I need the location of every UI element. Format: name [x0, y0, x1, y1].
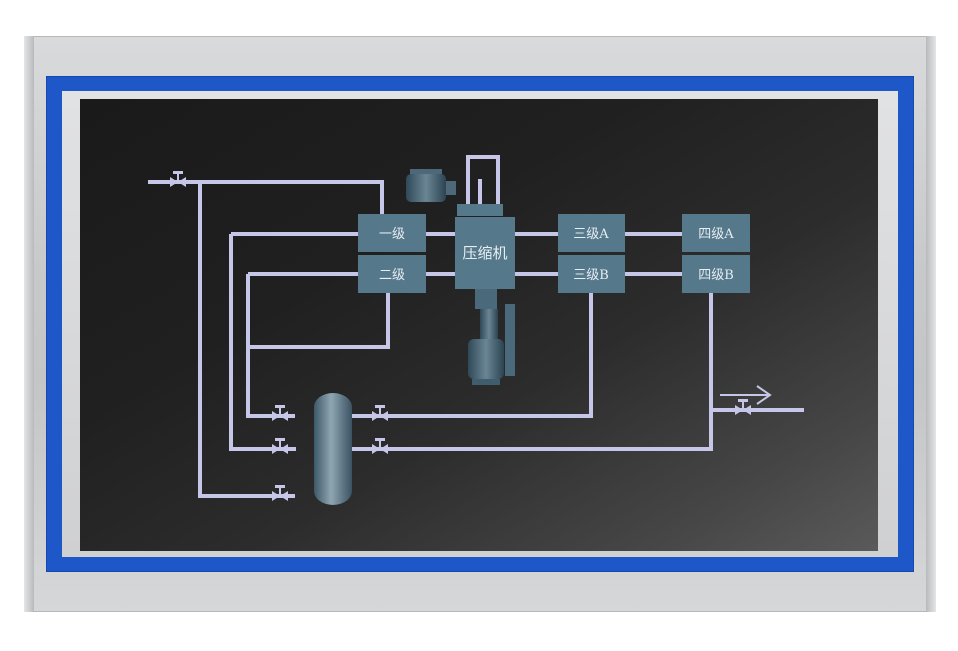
unit-stage2-label: 二级: [379, 268, 405, 283]
unit-stage1[interactable]: 一级: [358, 214, 426, 252]
tank-icon: [314, 393, 352, 505]
unit-stage3b-label: 三级B: [573, 268, 609, 283]
unit-stage4b[interactable]: 四级B: [682, 255, 750, 293]
display-inner-bezel: 一级 二级 压缩机 三级A 三级B: [62, 91, 898, 557]
valve-left-top-icon[interactable]: [272, 405, 288, 421]
display-bezel: 一级 二级 压缩机 三级A 三级B: [46, 76, 914, 572]
process-diagram: 一级 二级 压缩机 三级A 三级B: [148, 155, 804, 505]
hmi-screen: 一级 二级 压缩机 三级A 三级B: [80, 99, 878, 551]
unit-stage3a-label: 三级A: [573, 227, 609, 242]
pipe-network: [148, 155, 804, 498]
unit-stage4a-label: 四级A: [698, 227, 734, 242]
valve-right-top-icon[interactable]: [372, 405, 388, 421]
unit-stage2[interactable]: 二级: [358, 255, 426, 293]
valve-outlet-icon[interactable]: [735, 399, 751, 415]
unit-compressor[interactable]: 压缩机: [462, 244, 507, 262]
unit-stage4b-label: 四级B: [698, 268, 734, 283]
unit-stage4a[interactable]: 四级A: [682, 214, 750, 252]
valve-right-mid-icon[interactable]: [372, 438, 388, 454]
compressor-label: 压缩机: [462, 244, 507, 262]
unit-stage3a[interactable]: 三级A: [558, 214, 625, 252]
unit-stage3b[interactable]: 三级B: [558, 255, 625, 293]
panel-pc-housing: 一级 二级 压缩机 三级A 三级B: [24, 36, 936, 612]
valve-left-bottom-icon[interactable]: [272, 485, 288, 501]
housing-left-edge: [24, 36, 34, 612]
housing-right-edge: [926, 36, 936, 612]
unit-stage1-label: 一级: [379, 227, 405, 242]
outlet-arrow-icon: [720, 385, 772, 405]
compressor-icon: [455, 204, 515, 385]
valve-left-mid-icon[interactable]: [272, 438, 288, 454]
aux-motor-icon: [406, 169, 456, 202]
valve-inlet-icon[interactable]: [170, 171, 186, 187]
